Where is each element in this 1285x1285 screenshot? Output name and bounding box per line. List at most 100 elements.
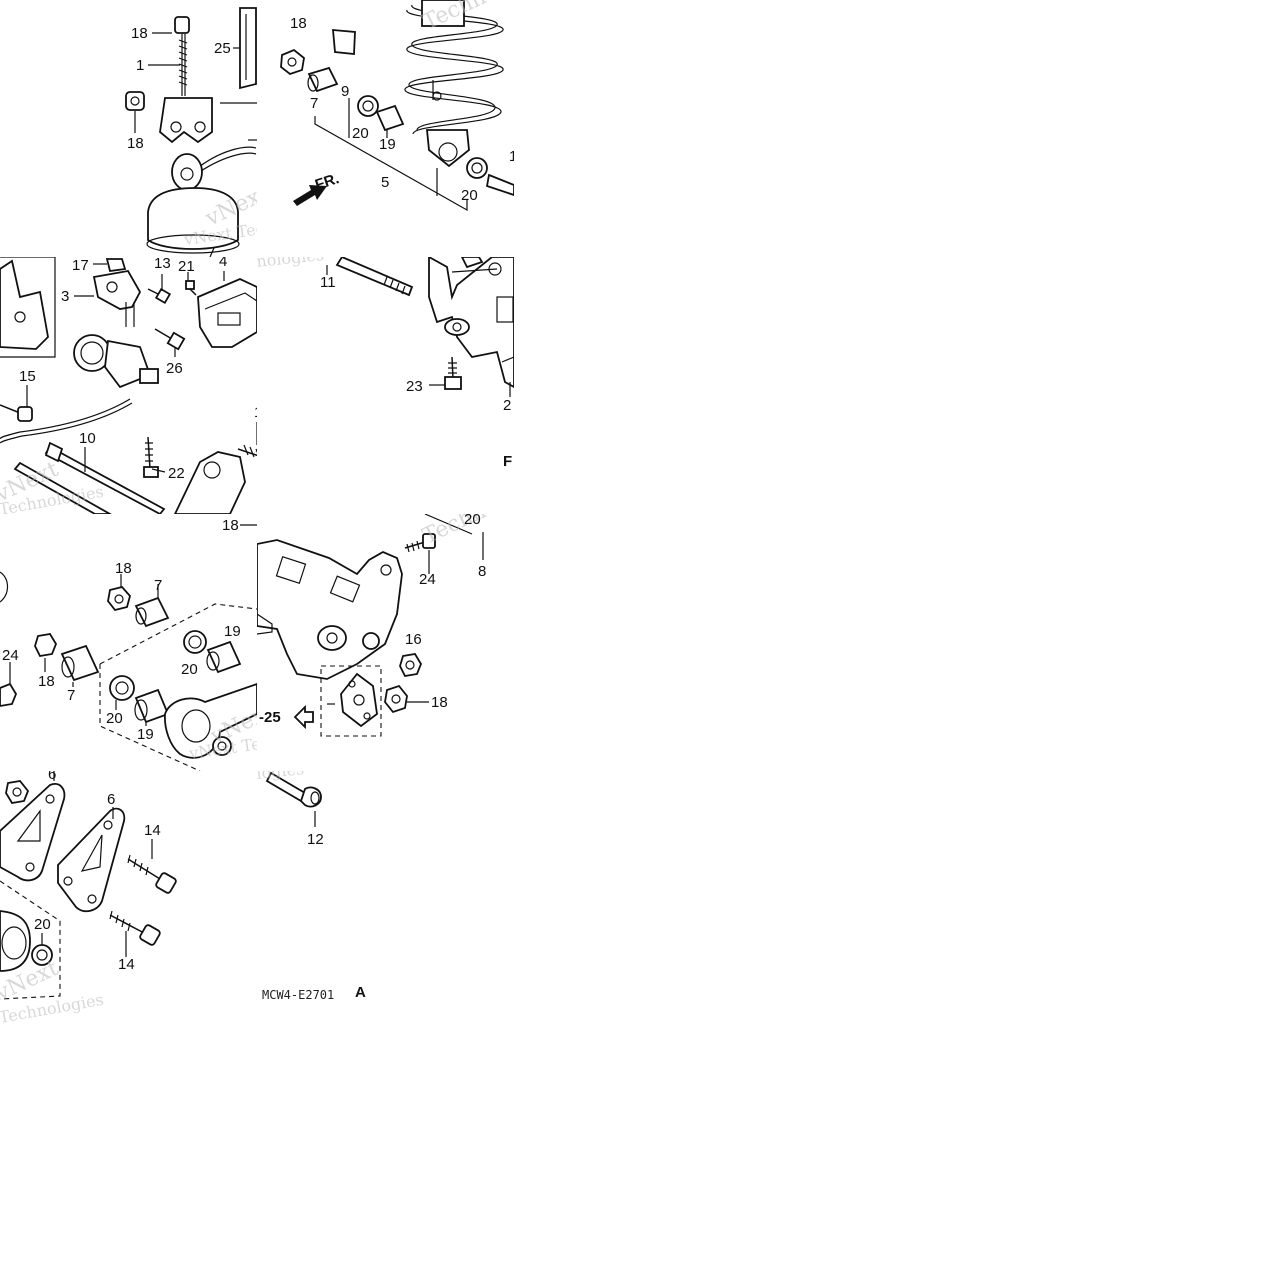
- callout-label: 8: [478, 563, 486, 580]
- mount-bracket: [92, 270, 142, 310]
- long-bolt-shape: [335, 257, 414, 297]
- callout-label: 26: [166, 360, 183, 377]
- callout-label: 6: [107, 791, 115, 808]
- nut-shape: [0, 682, 18, 707]
- screw-shape: [185, 280, 195, 290]
- callout-label: 21: [178, 258, 195, 275]
- mount-plate: [340, 672, 378, 728]
- bolt-head: [422, 533, 436, 549]
- callout-label: 22: [168, 465, 185, 482]
- diagram-code-suffix: A: [355, 984, 366, 1001]
- plate-shape: [0, 783, 66, 882]
- pivot-structure: [257, 539, 403, 680]
- nut-shape: [384, 684, 408, 714]
- callout-label: 9: [341, 83, 349, 100]
- callout-label: 18: [115, 560, 132, 577]
- bolt-shape: [485, 173, 514, 196]
- watermark-text: nologies: [257, 257, 325, 271]
- bolt-head: [17, 406, 33, 422]
- adjuster-end: [139, 368, 159, 384]
- callout-label: 14: [254, 404, 257, 421]
- callout-label: 19: [379, 136, 396, 153]
- bolt-head: [154, 287, 172, 305]
- diagram-code: MCW4-E2701: [262, 988, 334, 1002]
- seal-shape: [466, 157, 488, 179]
- tile-low-right: Techno 20 24 8 16 18 -25: [257, 514, 514, 771]
- reservoir-body: [147, 187, 239, 250]
- callout-label: 7: [154, 577, 162, 594]
- tile-mid-right: nologies 11 23 2 F: [257, 257, 514, 514]
- callout-label: 20: [181, 661, 198, 678]
- callout-label: 14: [144, 822, 161, 839]
- shock-eye: [426, 129, 470, 168]
- rod-shape: [13, 461, 112, 514]
- callout-label: 17: [72, 257, 89, 274]
- frame-shape: [428, 257, 514, 389]
- tile-top-right: FR. Technologies 18 9 7 20 19 5 20 1: [257, 0, 514, 257]
- callout-label: 20: [352, 125, 369, 142]
- bushing-shape: [206, 640, 242, 674]
- detail-outline: [320, 665, 382, 737]
- callout-label: 3: [61, 288, 69, 305]
- callout-label: 2: [503, 397, 511, 414]
- callout-label: 7: [310, 95, 318, 112]
- adjuster-body: [104, 339, 152, 389]
- tile-mid-right-svg: nologies 11 23 2 F: [257, 257, 514, 470]
- bolt-head: [155, 872, 177, 894]
- watermark-brand: Technologies: [419, 0, 514, 35]
- nut-shape: [399, 653, 423, 677]
- callout-label: 24: [2, 647, 19, 664]
- nut-shape: [34, 633, 58, 657]
- callout-label: 18: [431, 694, 448, 711]
- bushing-shape: [134, 688, 170, 724]
- watermark-text: logies: [257, 771, 305, 783]
- link-arm-shape: [174, 451, 246, 514]
- tile-top-right-svg: FR. Technologies 18 9 7 20 19 5 20 1: [280, 0, 514, 212]
- tile-mid-left-svg: vNext Technologies 17 13 21 4 3 26 15 10…: [0, 257, 257, 514]
- cap-nut-shape: [174, 16, 190, 34]
- callout-label: 25: [214, 40, 231, 57]
- callout-label: 11: [320, 274, 336, 291]
- tile-mid-left: vNext Technologies 17 13 21 4 3 26 15 10…: [0, 257, 257, 514]
- tile-low-left: vNext Tech vNext 18 18 7 24 18 7 20 19 2…: [0, 514, 257, 771]
- callout-label: 13: [154, 257, 171, 272]
- callout-label: 20: [461, 187, 478, 204]
- label-plate-shape: [332, 29, 356, 55]
- nut-shape: [125, 91, 145, 111]
- seal-shape: [109, 675, 135, 701]
- reference-arrow-icon: [293, 704, 314, 730]
- callout-label: 1: [136, 57, 144, 74]
- callout-label: 15: [19, 368, 36, 385]
- nut-shape: [5, 780, 30, 804]
- callout-label: 1: [509, 148, 514, 165]
- nut-shape: [107, 585, 131, 612]
- callout-label: 19: [224, 623, 241, 640]
- callout-label: 12: [307, 831, 324, 848]
- plate-shape: [239, 7, 257, 90]
- callout-label: 10: [79, 430, 96, 447]
- callout-label: 7: [67, 687, 75, 704]
- edge-text: F: [503, 453, 512, 470]
- callout-label: 16: [405, 631, 422, 648]
- callout-label: 18: [290, 15, 307, 32]
- callout-label: 19: [137, 726, 154, 743]
- bushing-shape: [375, 104, 405, 132]
- tile-top-left: vNext Tec vNext 18 25 1 18: [0, 0, 257, 257]
- bracket-shape: [0, 259, 49, 350]
- callout-label: 24: [419, 571, 436, 588]
- bushing-shape: [134, 596, 170, 628]
- callout-label: 20: [34, 916, 51, 933]
- callout-label: 6: [48, 771, 56, 783]
- callout-label: 18: [38, 673, 55, 690]
- reference-label: -25: [259, 709, 281, 726]
- bolt-head: [139, 924, 161, 946]
- callout-label: 20: [106, 710, 123, 727]
- callout-label: 5: [381, 174, 389, 191]
- nut-shape: [105, 258, 127, 272]
- seal-shape: [357, 95, 379, 117]
- watermark-text: Techno: [419, 514, 502, 549]
- callout-label: 20: [464, 514, 481, 528]
- bolt-head: [444, 376, 462, 390]
- front-arrow-icon: [293, 185, 327, 206]
